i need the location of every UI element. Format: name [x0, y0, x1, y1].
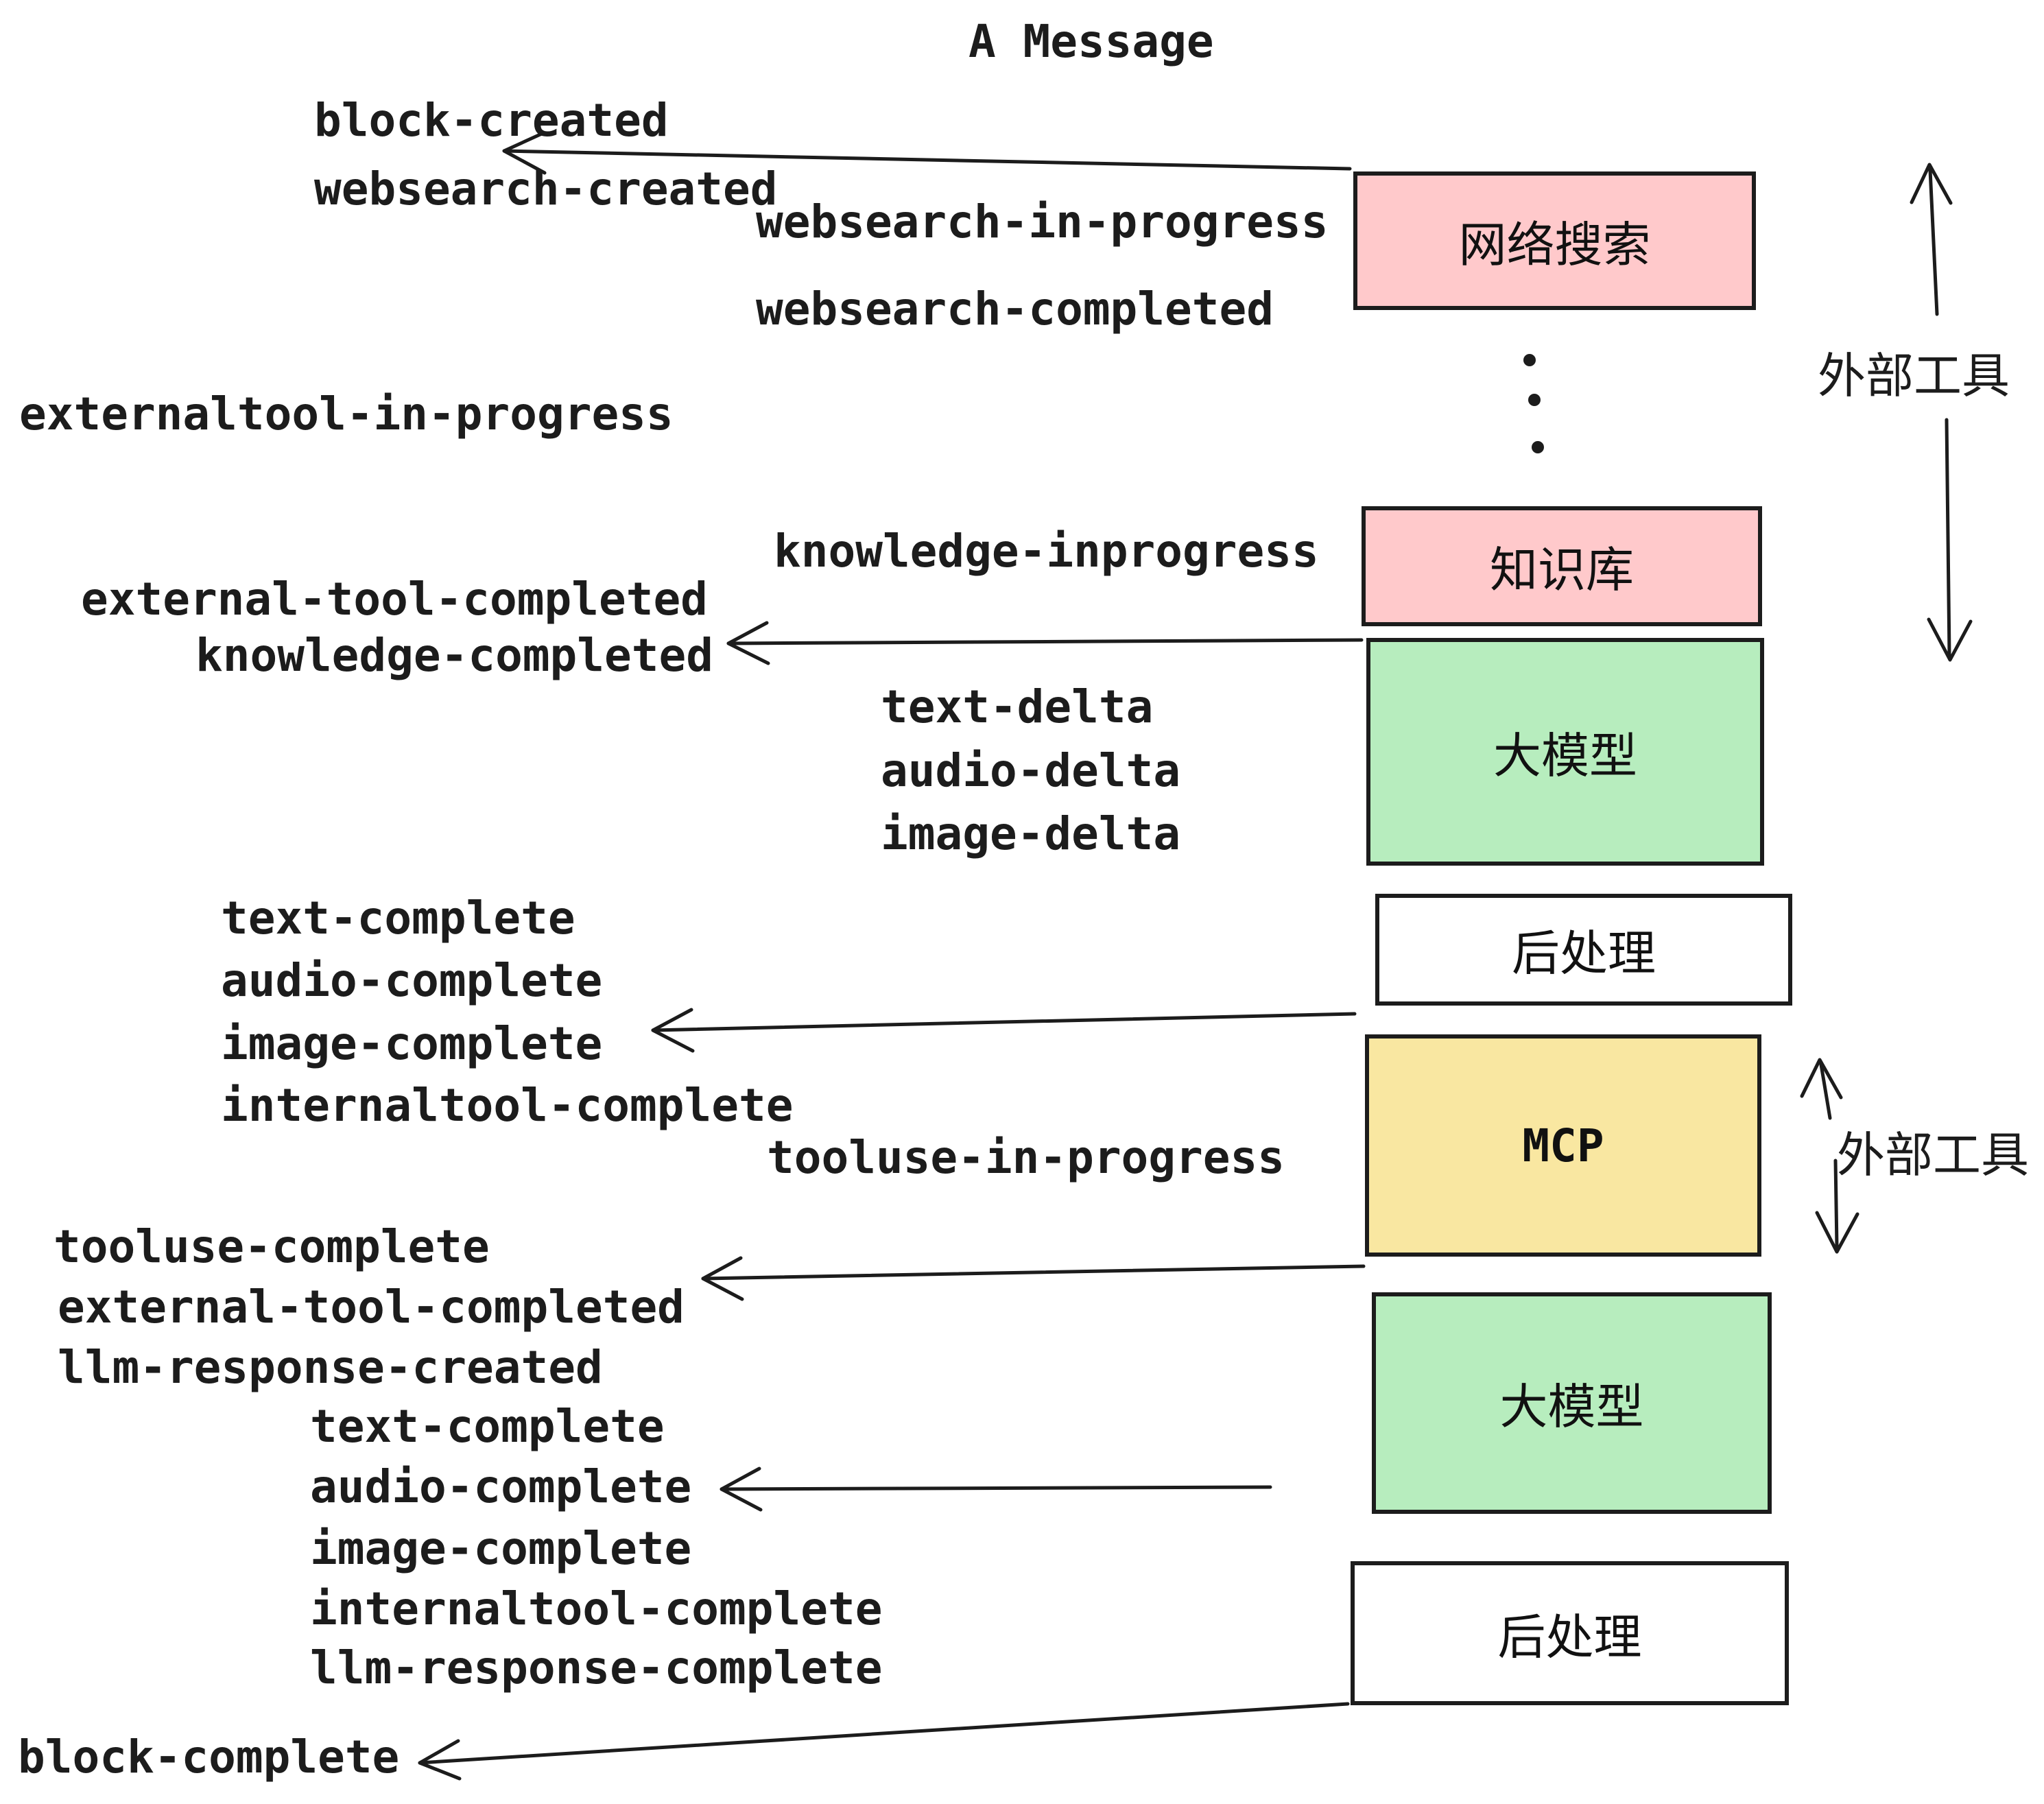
box-websearch: 网络搜索 — [1353, 171, 1756, 310]
arrow-knowledge-completed — [726, 621, 1364, 665]
arrow-audio-complete — [720, 1467, 1272, 1512]
box-postprocess-1: 后处理 — [1375, 894, 1792, 1006]
event-text-delta-1: text-delta — [881, 680, 1154, 733]
event-audio-delta-1: audio-delta — [881, 744, 1181, 797]
external-tools-label-bottom: 外部工具 — [1837, 1127, 2029, 1183]
box-knowledge: 知识库 — [1362, 506, 1762, 626]
arrow-block-complete — [418, 1702, 1350, 1781]
event-external-tool-completed: external-tool-completed — [81, 573, 708, 626]
ellipsis-dots — [1523, 354, 1544, 453]
box-llm-1: 大模型 — [1366, 638, 1764, 866]
event-audio-complete-2: audio-complete — [310, 1460, 692, 1513]
event-knowledge-inprogress: knowledge-inprogress — [774, 525, 1319, 578]
box-mcp: MCP — [1365, 1034, 1761, 1257]
box-websearch-label: 网络搜索 — [1458, 216, 1651, 273]
external-tools-label-top: 外部工具 — [1818, 348, 2010, 404]
arrow-image-complete — [651, 1008, 1357, 1053]
event-text-complete-1: text-complete — [221, 892, 575, 945]
event-externaltool-in-progress: externaltool-in-progress — [19, 388, 674, 440]
box-postprocess-2-label: 后处理 — [1497, 1609, 1642, 1665]
event-tooluse-complete: tooluse-complete — [54, 1220, 490, 1273]
external-tools-arrow-up-top — [1910, 163, 1953, 316]
event-websearch-created: websearch-created — [314, 163, 778, 215]
event-image-delta-1: image-delta — [881, 807, 1181, 860]
event-llm-response-created: llm-response-created — [58, 1341, 603, 1394]
page-title: A Message — [968, 15, 1214, 68]
event-block-complete: block-complete — [18, 1731, 400, 1783]
event-internaltool-complete-1: internaltool-complete — [221, 1079, 794, 1132]
arrow-tooluse-complete — [701, 1256, 1366, 1301]
event-websearch-in-progress: websearch-in-progress — [756, 195, 1329, 248]
external-tools-arrow-up-bottom — [1800, 1058, 1843, 1120]
event-audio-complete-1: audio-complete — [221, 954, 603, 1007]
box-knowledge-label: 知识库 — [1490, 542, 1634, 598]
box-postprocess-1-label: 后处理 — [1512, 925, 1656, 982]
event-websearch-completed: websearch-completed — [756, 283, 1274, 335]
box-llm-2-label: 大模型 — [1499, 1379, 1644, 1435]
event-internaltool-complete-2: internaltool-complete — [310, 1582, 883, 1635]
event-block-created: block-created — [314, 94, 669, 147]
event-knowledge-completed: knowledge-completed — [195, 629, 713, 682]
event-image-complete-1: image-complete — [221, 1017, 603, 1070]
external-tools-arrow-down-top — [1927, 418, 1973, 662]
event-image-complete-2: image-complete — [310, 1522, 692, 1575]
box-postprocess-2: 后处理 — [1351, 1561, 1789, 1705]
event-tooluse-in-progress: tooluse-in-progress — [767, 1131, 1285, 1184]
event-llm-response-complete: llm-response-complete — [310, 1641, 883, 1694]
event-external-tool-completed-2: external-tool-completed — [58, 1281, 685, 1333]
box-llm-2: 大模型 — [1372, 1292, 1772, 1514]
box-llm-1-label: 大模型 — [1493, 727, 1637, 784]
event-text-complete-2: text-complete — [310, 1400, 665, 1453]
box-mcp-label: MCP — [1522, 1119, 1604, 1172]
